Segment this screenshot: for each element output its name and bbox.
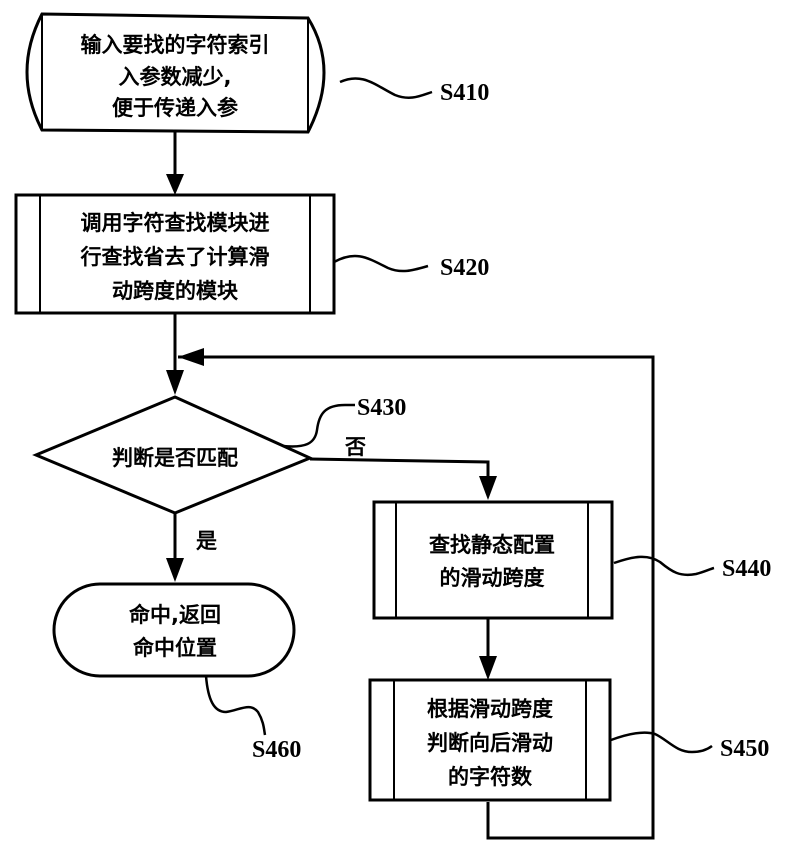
step-label-s420: S420	[440, 255, 489, 281]
node-s460-shape	[52, 582, 296, 678]
node-s410-line-1: 输入要找的字符索引	[81, 33, 270, 57]
node-s410-line-2: 入参数减少,	[119, 65, 232, 89]
branch-label-yes: 是	[196, 529, 217, 553]
node-s430: 判断是否匹配	[32, 395, 314, 515]
node-s440-shape	[372, 500, 614, 620]
node-s440-line-2: 的滑动跨度	[440, 566, 545, 590]
node-s420-line-1: 调用字符查找模块进	[81, 211, 270, 235]
branch-label-no: 否	[345, 435, 366, 459]
step-label-s450: S450	[720, 736, 769, 762]
node-s450-line-2: 判断向后滑动	[427, 731, 553, 755]
leader-s450	[610, 731, 713, 754]
node-s450: 根据滑动跨度 判断向后滑动 的字符数	[368, 678, 612, 802]
arrowhead-s430-s460	[166, 558, 184, 582]
arrowhead-s420-s430	[166, 370, 184, 395]
node-s420-line-2: 行查找省去了计算滑	[80, 245, 270, 269]
leader-s460	[204, 675, 267, 736]
node-s440-line-1: 查找静态配置	[429, 533, 555, 557]
node-s420-line-3: 动跨度的模块	[112, 279, 239, 303]
node-s460: 命中,返回 命中位置	[52, 582, 296, 678]
node-s410-line-3: 便于传递入参	[112, 96, 238, 120]
leader-s430	[282, 403, 355, 448]
node-s410: 输入要找的字符索引 入参数减少, 便于传递入参	[25, 12, 326, 134]
arrowhead-s430-s440	[479, 476, 497, 500]
step-label-s440: S440	[722, 556, 771, 582]
leader-s420	[333, 254, 429, 273]
leader-s410	[339, 77, 433, 99]
node-s460-line-2: 命中位置	[133, 636, 217, 660]
node-s450-line-3: 的字符数	[448, 765, 533, 789]
node-s450-shape	[368, 678, 612, 802]
node-s420: 调用字符查找模块进 行查找省去了计算滑 动跨度的模块	[14, 193, 336, 315]
step-label-s460: S460	[252, 737, 301, 763]
arrowhead-s410-s420	[166, 174, 184, 195]
leader-s440	[613, 555, 715, 577]
step-label-s410: S410	[440, 80, 489, 106]
node-s450-line-1: 根据滑动跨度	[427, 697, 553, 721]
edge-s450-loop-back	[178, 355, 655, 840]
arrowhead-loop-back	[178, 348, 204, 366]
step-label-s430: S430	[357, 395, 406, 421]
node-s430-line-1: 判断是否匹配	[112, 446, 238, 470]
node-s440: 查找静态配置 的滑动跨度	[372, 500, 614, 620]
node-s460-line-1: 命中,返回	[129, 603, 221, 627]
arrowhead-s440-s450	[479, 656, 497, 680]
edge-s430-s440	[309, 457, 490, 480]
node-s420-shape	[14, 193, 336, 315]
